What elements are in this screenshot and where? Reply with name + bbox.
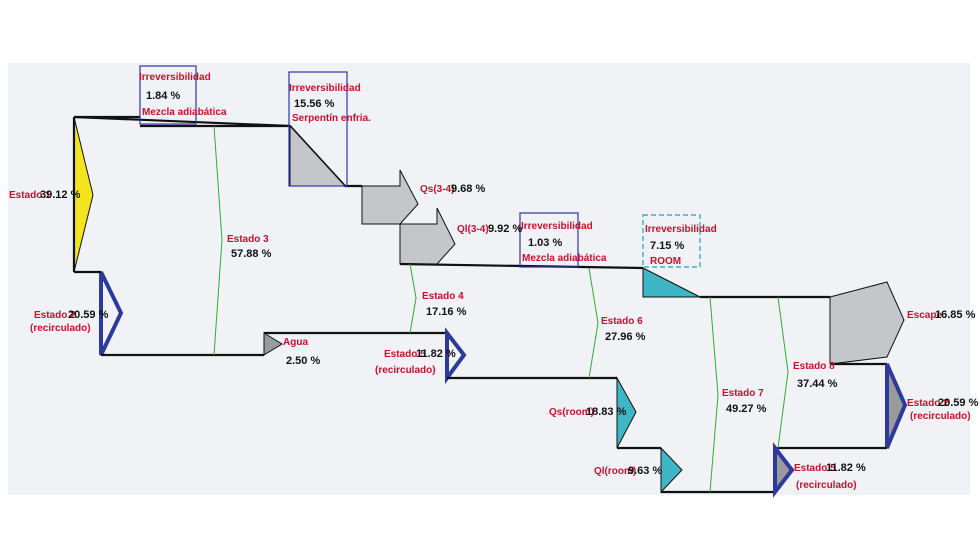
agua-value: 2.50 %: [286, 355, 320, 367]
diagram-panel: [8, 63, 970, 495]
estado2b-sub: (recirculado): [910, 411, 971, 422]
estado8-guide: [777, 296, 789, 449]
irr1-sub: Mezcla adiabática: [142, 107, 227, 118]
estado3-label: Estado 3: [227, 234, 269, 245]
irr2-sub: Serpentín enfria.: [292, 113, 371, 124]
estado4-top-line: [399, 262, 644, 270]
qsroom-label: Qs(room): [549, 407, 594, 418]
estado5b-out-arrow: [773, 442, 795, 498]
estado1-label: Estado 1: [9, 190, 51, 201]
estado2b-value: 20.59 %: [938, 397, 979, 409]
qlroom-arrow: [660, 446, 683, 494]
irr4-value: 7.15 %: [650, 240, 684, 252]
estado7-guide: [709, 296, 719, 493]
estado5-out-arrow: [445, 327, 467, 385]
estado6-label: Estado 6: [601, 316, 643, 327]
estado5b-sub: (recirculado): [796, 480, 857, 491]
estado2b-label: Estado 2: [907, 398, 949, 409]
agua-label: Agua: [283, 337, 308, 348]
estado4-value: 17.16 %: [426, 306, 467, 318]
irr2-value: 15.56 %: [294, 98, 335, 110]
qlroom-value: 9.63 %: [628, 465, 662, 477]
qs34-value: 9.68 %: [451, 183, 485, 195]
qlroom-label: Ql(room): [594, 466, 636, 477]
agua-arrow: [263, 332, 283, 356]
irr-room-triangle: [642, 267, 701, 298]
irr1-box: [139, 65, 197, 125]
estado3-value: 57.88 %: [231, 248, 272, 260]
escape-label: Escape: [907, 310, 942, 321]
irr4-title: Irreversibilidad: [645, 224, 717, 235]
irr3-box: [519, 212, 579, 268]
irr4-box: [642, 214, 701, 268]
qs34-label: Qs(3-4): [420, 184, 454, 195]
estado4-guide: [409, 263, 417, 334]
ql34-value: 9.92 %: [488, 223, 522, 235]
estado2-out-arrow: [885, 363, 908, 449]
estado8-value: 37.44 %: [797, 378, 838, 390]
irr3-sub: Mezcla adiabática: [522, 253, 607, 264]
estado2-value: 20.59 %: [68, 309, 109, 321]
escape-arrow: [829, 281, 905, 365]
estado2-label: Estado 2: [34, 310, 76, 321]
estado5-label: Estado 5: [384, 349, 426, 360]
irr2-box: [288, 71, 348, 187]
qsroom-arrow: [616, 376, 637, 449]
estado8-label: Estado 8: [793, 361, 835, 372]
qsroom-value: 18.83 %: [586, 406, 627, 418]
estado5b-value: 11.82 %: [826, 462, 866, 474]
estado6-value: 27.96 %: [605, 331, 646, 343]
estado5-sub: (recirculado): [375, 365, 436, 376]
qs34-arrow: [361, 169, 419, 225]
estado5b-label: Estado 5: [794, 463, 836, 474]
estado2-sub: (recirculado): [30, 323, 91, 334]
ql34-label: Ql(3-4): [457, 224, 489, 235]
irr2-title: Irreversibilidad: [289, 83, 361, 94]
irr3-title: Irreversibilidad: [521, 221, 593, 232]
estado6-guide: [588, 267, 599, 379]
estado4-label: Estado 4: [422, 291, 464, 302]
estado2-input-arrow: [99, 271, 124, 356]
escape-value: 16.85 %: [935, 309, 976, 321]
irr1-value: 1.84 %: [146, 90, 180, 102]
estado3-guide: [213, 125, 223, 356]
irr4-sub: ROOM: [650, 256, 681, 267]
estado1-value: 39.12 %: [40, 189, 81, 201]
estado7-value: 49.27 %: [726, 403, 767, 415]
estado5-value: 11.82 %: [416, 348, 456, 360]
irr3-value: 1.03 %: [528, 237, 562, 249]
irr1-title: Irreversibilidad: [139, 72, 211, 83]
estado7-label: Estado 7: [722, 388, 764, 399]
